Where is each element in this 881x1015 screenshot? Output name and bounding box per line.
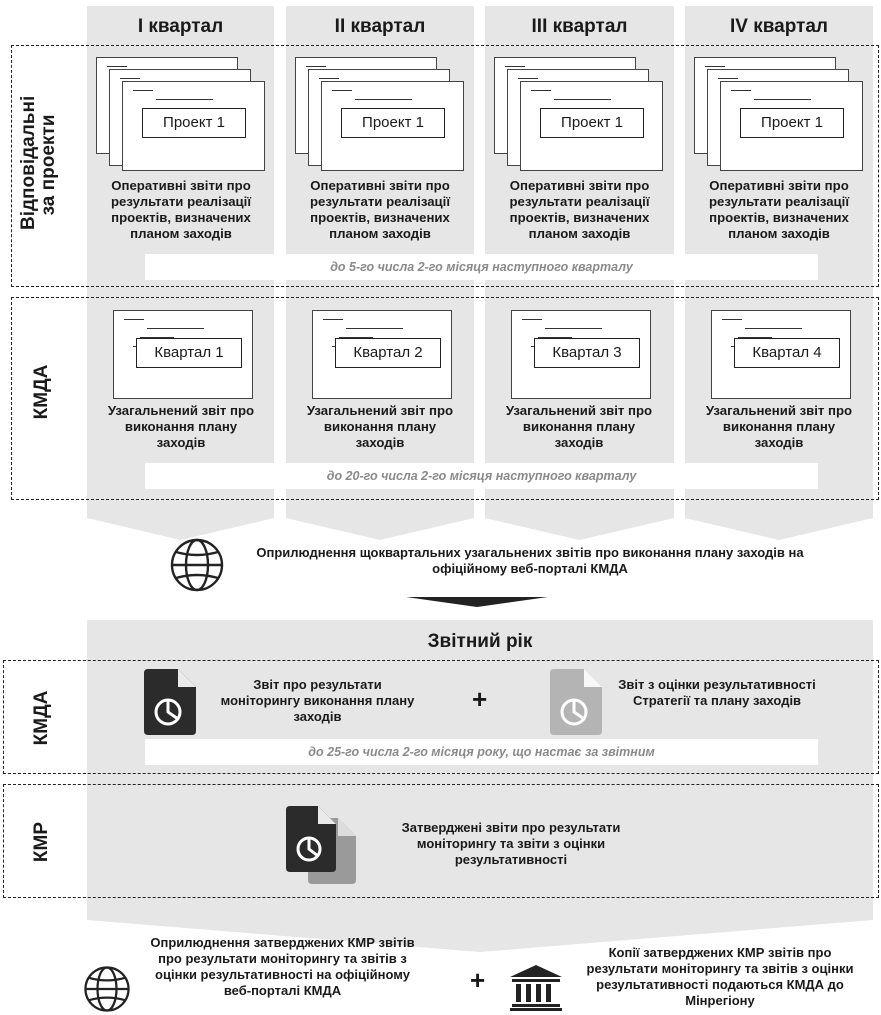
globe-icon [84,966,130,1012]
institution-icon [510,965,562,1011]
doc-text-line [718,78,738,79]
row-frame-kmda-annual [3,660,879,774]
doc-text-line [722,319,742,320]
document-pie-icon-light [550,669,602,735]
publish-approved: Оприлюднення затверджених КМР звітів про… [150,935,415,998]
annual-report-1: Звіт про результати моніторингу виконанн… [220,677,415,724]
document-pie-icon-stack [286,806,356,884]
doc-text-line [332,90,352,91]
down-arrow [406,597,548,607]
doc-text-line [156,99,213,100]
doc-text-line [738,337,772,338]
row-frame-kmda [11,297,879,500]
kmda-doc-label-2: Квартал 2 [335,338,441,368]
row-frame-kmr [3,784,879,898]
annual-report-2: Звіт з оцінки результативності Стратегії… [618,677,816,708]
kmda-doc-label-3: Квартал 3 [534,338,640,368]
doc-text-line [522,319,542,320]
doc-text-line [339,337,373,338]
doc-text-line [346,328,403,329]
plus-sign-2: + [470,965,486,995]
quarter-header-4: IV квартал [729,16,829,37]
doc-text-line [306,66,326,67]
doc-text-line [323,319,343,320]
kmda-caption-4: Узагальнений звіт про виконання плану за… [705,403,853,450]
doc-text-line [147,328,204,329]
row-label-kmda: КМДА [31,364,52,420]
deadline-projects: до 5-го числа 2-го місяця наступного ква… [145,254,818,280]
doc-text-line [754,99,811,100]
doc-text-line [133,90,153,91]
kmr-approved-reports: Затверджені звіти про результати монітор… [401,820,621,867]
project-doc-label: Проект 1 [740,108,844,138]
project-caption-2: Оперативні звіти про результати реалізац… [309,178,451,241]
project-caption-4: Оперативні звіти про результати реалізац… [708,178,850,241]
doc-text-line [554,99,611,100]
deadline-kmda: до 20-го числа 2-го місяця наступного кв… [145,463,818,489]
project-doc-label: Проект 1 [341,108,445,138]
kmda-caption-1: Узагальнений звіт про виконання плану за… [107,403,255,450]
globe-icon [170,538,224,592]
year-section-bg [87,620,873,952]
project-doc-label: Проект 1 [540,108,644,138]
quarter-header-1: I квартал [137,16,224,37]
doc-text-line [518,78,538,79]
doc-text-line [538,337,572,338]
doc-text-line [124,319,144,320]
doc-text-line [545,328,602,329]
doc-text-line [531,90,551,91]
doc-text-line [140,337,174,338]
doc-text-line [505,66,525,67]
document-pie-icon [144,669,196,735]
kmda-doc-label-4: Квартал 4 [734,338,840,368]
doc-text-line [731,90,751,91]
plus-sign-1: + [472,684,488,714]
doc-text-line [355,99,412,100]
kmda-caption-2: Узагальнений звіт про виконання плану за… [306,403,454,450]
quarter-header-2: II квартал [334,16,426,37]
doc-text-line [319,78,339,79]
row-label-kmda-annual: КМДА [31,690,52,746]
year-title: Звітний рік [427,631,533,652]
project-doc-label: Проект 1 [142,108,246,138]
kmda-caption-3: Узагальнений звіт про виконання плану за… [505,403,653,450]
kmda-doc-label-1: Квартал 1 [136,338,242,368]
publish-quarterly: Оприлюднення щоквартальних узагальнених … [256,545,804,576]
project-caption-3: Оперативні звіти про результати реалізац… [509,178,650,241]
row-frame-responsible [11,45,879,287]
deadline-annual: до 25-го числа 2-го місяця року, що наст… [145,739,818,765]
doc-text-line [705,66,725,67]
project-caption-1: Оперативні звіти про результати реалізац… [110,178,252,241]
doc-text-line [107,66,127,67]
copies-ministry: Копії затверджених КМР звітів про резуль… [586,945,854,1008]
doc-text-line [120,78,140,79]
quarter-header-3: III квартал [531,16,628,37]
doc-text-line [745,328,802,329]
row-label-responsible: Відповідальні за проекти [18,95,59,230]
row-label-kmr: КМР [31,821,52,863]
